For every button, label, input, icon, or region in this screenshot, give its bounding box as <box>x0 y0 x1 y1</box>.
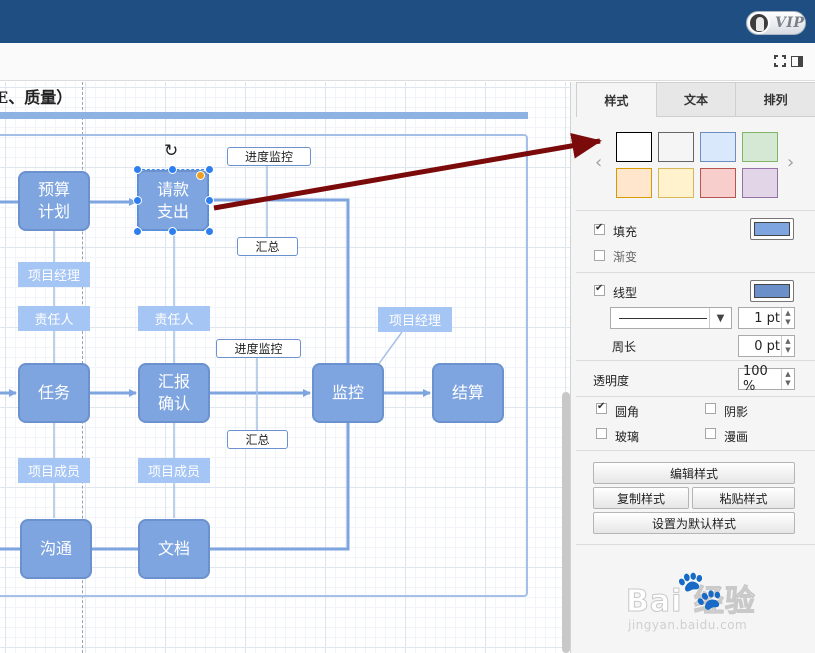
rounded-label: 圆角 <box>615 405 640 419</box>
toolbar <box>0 43 815 81</box>
resize-handle-se[interactable] <box>205 227 214 236</box>
spin-buttons-icon[interactable]: ▲▼ <box>781 336 794 356</box>
node-monitor[interactable]: 监控 <box>312 363 384 423</box>
note-summary-mid[interactable]: 汇总 <box>227 430 288 449</box>
watermark: Bai 经验 🐾 jingyan.baidu.com <box>626 568 811 648</box>
fill-checkbox[interactable] <box>594 222 605 235</box>
role-project-manager-left[interactable]: 项目经理 <box>18 262 90 287</box>
role-member-mid[interactable]: 项目成员 <box>138 458 210 483</box>
swatch-gray[interactable] <box>658 132 694 162</box>
perimeter-spinner[interactable]: 0 pt ▲▼ <box>738 335 795 357</box>
node-budget-plan[interactable]: 预算 计划 <box>18 171 90 231</box>
chevron-right-icon[interactable]: › <box>787 152 795 173</box>
fullscreen-icon[interactable] <box>774 55 786 67</box>
style-swatches <box>616 132 786 198</box>
swatch-orange[interactable] <box>616 168 652 198</box>
shadow-checkbox[interactable] <box>705 403 716 414</box>
swatch-blue[interactable] <box>700 132 736 162</box>
title-bar: VIP <box>0 0 815 43</box>
resize-handle-nw[interactable] <box>133 165 142 174</box>
connector-document-monitor <box>210 422 350 551</box>
spin-buttons-icon[interactable]: ▲▼ <box>781 308 794 328</box>
resize-handle-sw[interactable] <box>133 227 142 236</box>
chevron-left-icon[interactable]: ‹ <box>595 152 603 173</box>
node-document[interactable]: 文档 <box>138 519 210 579</box>
avatar-icon <box>748 12 770 34</box>
set-default-style-button[interactable]: 设置为默认样式 <box>593 512 795 534</box>
line-width-spinner[interactable]: 1 pt ▲▼ <box>738 307 795 329</box>
line-checkbox[interactable] <box>594 283 605 296</box>
node-settle[interactable]: 结算 <box>432 363 504 423</box>
role-owner-left[interactable]: 责任人 <box>18 306 90 331</box>
container-frame[interactable] <box>0 134 528 597</box>
caret-down-icon[interactable]: ▼ <box>709 308 731 328</box>
rounded-checkbox[interactable] <box>596 401 607 414</box>
resize-handle-e[interactable] <box>205 196 214 205</box>
edit-style-button[interactable]: 编辑样式 <box>593 462 795 484</box>
role-project-manager-right[interactable]: 项目经理 <box>378 307 452 332</box>
tab-style[interactable]: 样式 <box>576 82 657 117</box>
watermark-logo: Bai 经验 <box>626 584 756 620</box>
gradient-label: 渐变 <box>613 250 638 264</box>
swatch-red[interactable] <box>700 168 736 198</box>
line-label: 线型 <box>613 286 638 300</box>
glass-label: 玻璃 <box>615 430 640 444</box>
opacity-label: 透明度 <box>593 374 630 388</box>
copy-style-button[interactable]: 复制样式 <box>593 487 689 509</box>
title-underline-bar[interactable] <box>0 112 528 119</box>
spin-buttons-icon[interactable]: ▲▼ <box>781 369 794 389</box>
note-summary-top[interactable]: 汇总 <box>237 237 298 256</box>
resize-handle-w[interactable] <box>133 196 142 205</box>
line-style-select[interactable]: ▼ <box>610 307 732 329</box>
resize-handle-n[interactable] <box>168 165 177 174</box>
link-pm-monitor <box>377 331 403 366</box>
vip-label: VIP <box>775 15 805 31</box>
format-tabs: 样式 文本 排列 <box>576 82 815 117</box>
role-member-left[interactable]: 项目成员 <box>18 458 90 483</box>
shadow-label: 阴影 <box>724 405 749 419</box>
paste-style-button[interactable]: 粘贴样式 <box>692 487 795 509</box>
swatch-yellow[interactable] <box>658 168 694 198</box>
note-progress-monitor-mid[interactable]: 进度监控 <box>216 339 301 358</box>
gradient-checkbox[interactable] <box>594 250 605 261</box>
node-report-confirm[interactable]: 汇报 确认 <box>138 363 210 423</box>
format-panel: 样式 文本 排列 ‹ › 填充 渐变 线型 透明度 圆角 <box>570 82 815 653</box>
paw-icon: 🐾 <box>675 568 724 613</box>
perimeter-value: 0 pt <box>754 338 780 354</box>
line-width-value: 1 pt <box>754 310 780 326</box>
comic-label: 漫画 <box>724 430 749 444</box>
tab-text[interactable]: 文本 <box>656 82 737 117</box>
tab-arrange[interactable]: 排列 <box>736 82 815 117</box>
node-task[interactable]: 任务 <box>18 363 90 423</box>
fill-color-button[interactable] <box>750 218 794 240</box>
glass-checkbox[interactable] <box>596 428 607 439</box>
opacity-value: 100 % <box>743 364 768 394</box>
shape-adjust-handle[interactable] <box>196 171 205 180</box>
vip-badge[interactable]: VIP <box>746 11 806 35</box>
note-progress-monitor-top[interactable]: 进度监控 <box>227 147 311 166</box>
swatch-white[interactable] <box>616 132 652 162</box>
rotate-icon[interactable]: ↻ <box>164 141 179 161</box>
fill-label: 填充 <box>613 225 638 239</box>
watermark-url: jingyan.baidu.com <box>628 618 748 632</box>
resize-handle-ne[interactable] <box>205 165 214 174</box>
panel-toggle-icon[interactable] <box>791 56 803 67</box>
comic-checkbox[interactable] <box>705 428 716 439</box>
swatch-purple[interactable] <box>742 168 778 198</box>
node-communicate[interactable]: 沟通 <box>20 519 92 579</box>
diagram-canvas[interactable]: E、质量） <box>0 82 570 653</box>
diagram-title[interactable]: E、质量） <box>0 88 73 107</box>
resize-handle-s[interactable] <box>168 227 177 236</box>
swatch-green[interactable] <box>742 132 778 162</box>
line-color-button[interactable] <box>750 280 794 302</box>
role-owner-mid[interactable]: 责任人 <box>138 306 210 331</box>
vertical-scrollbar[interactable] <box>562 392 570 653</box>
opacity-spinner[interactable]: 100 % ▲▼ <box>738 364 795 394</box>
perimeter-label: 周长 <box>612 340 637 354</box>
